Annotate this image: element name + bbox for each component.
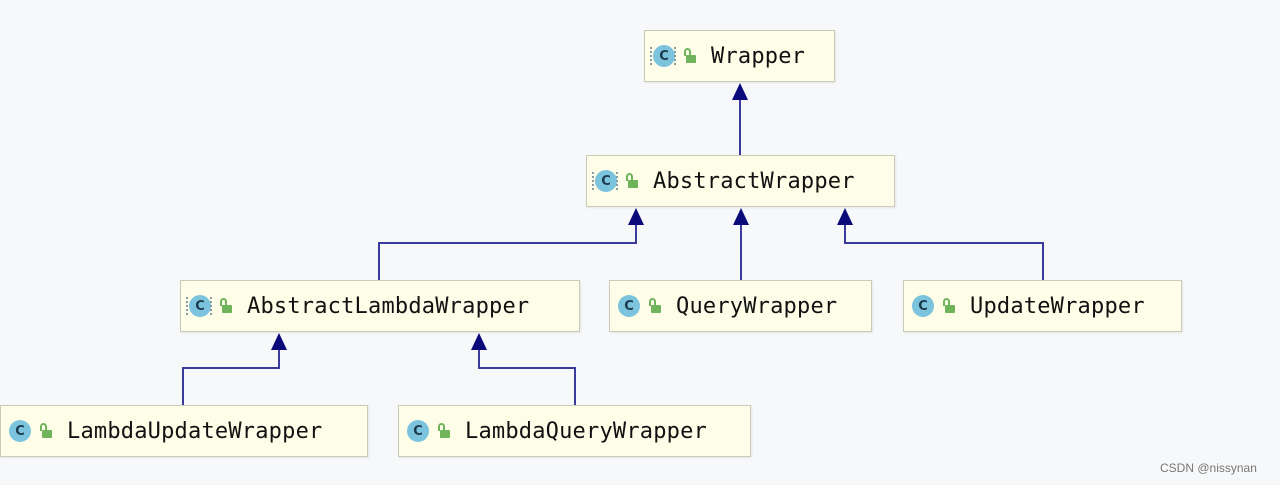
public-lock-icon [39,423,53,439]
arrowhead-icon [471,333,487,350]
class-node-update-wrapper[interactable]: C UpdateWrapper [903,280,1182,332]
class-name-label: LambdaQueryWrapper [465,418,708,444]
class-node-abstract-lambda-wrapper[interactable]: C AbstractLambdaWrapper [180,280,580,332]
class-icon: C [9,420,31,442]
public-lock-icon [683,48,697,64]
public-lock-icon [219,298,233,314]
arrowhead-icon [837,208,853,225]
class-name-label: UpdateWrapper [970,293,1145,319]
public-lock-icon [437,423,451,439]
class-icon: C [618,295,640,317]
class-name-label: AbstractWrapper [653,168,855,194]
class-node-abstract-wrapper[interactable]: C AbstractWrapper [586,155,895,207]
abstract-class-icon: C [650,45,676,67]
class-name-label: AbstractLambdaWrapper [247,293,530,319]
inheritance-edge-abstract-lambda-wrapper [378,225,637,280]
class-icon: C [407,420,429,442]
public-lock-icon [648,298,662,314]
public-lock-icon [942,298,956,314]
class-node-wrapper[interactable]: C Wrapper [644,30,835,82]
arrowhead-icon [628,208,644,225]
arrowhead-icon [733,208,749,225]
class-icon: C [912,295,934,317]
class-node-lambda-query-wrapper[interactable]: C LambdaQueryWrapper [398,405,751,457]
public-lock-icon [625,173,639,189]
class-name-label: Wrapper [711,43,806,69]
abstract-class-icon: C [592,170,618,192]
class-name-label: QueryWrapper [676,293,838,319]
class-node-query-wrapper[interactable]: C QueryWrapper [609,280,872,332]
inheritance-edge-lambda-update-wrapper [182,350,280,405]
class-node-lambda-update-wrapper[interactable]: C LambdaUpdateWrapper [0,405,368,457]
abstract-class-icon: C [186,295,212,317]
watermark: CSDN @nissynan [1160,461,1257,475]
arrowhead-icon [732,83,748,100]
arrowhead-icon [271,333,287,350]
inheritance-edge-lambda-query-wrapper [478,350,576,405]
class-name-label: LambdaUpdateWrapper [67,418,323,444]
inheritance-edge-update-wrapper [844,225,1044,280]
